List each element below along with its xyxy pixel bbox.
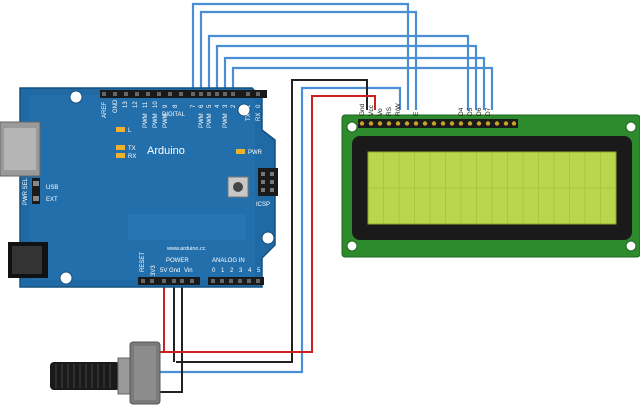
arduino-board: AREF GND 13 12 11 10 9 8 7 6 5 4 3 2 1 0… (0, 87, 278, 288)
power-wires (160, 95, 376, 353)
signal-wires (160, 2, 494, 374)
svg-text:EXT: EXT (46, 197, 58, 203)
lcd-pin-d4: D4 (458, 107, 465, 116)
svg-text:RX: RX (128, 154, 136, 160)
led-rx: RX (116, 153, 136, 160)
led-pwr: PWR (236, 149, 263, 156)
pin-label-11: 11 (143, 101, 149, 108)
pin-label-vin: Vin (184, 268, 193, 274)
pin-label-a2: 2 (230, 268, 234, 274)
wire-d5 (215, 44, 478, 110)
board-url: www.arduino.cc (166, 246, 206, 252)
wire-lcd-vcc (160, 95, 376, 353)
pwm-label-10: PWM (153, 113, 159, 128)
wire-pot-gnd (160, 280, 183, 393)
lcd-pin-d6: D6 (476, 107, 483, 116)
wire-d6 (223, 56, 486, 110)
lcd-pin-rs: RS (386, 106, 393, 116)
ground-wires (160, 79, 368, 393)
pin-label-gnd: GND (113, 99, 119, 113)
pin-label-13: 13 (123, 101, 129, 108)
pin-label-9: 9 (163, 104, 169, 108)
tx-label: TX (246, 113, 252, 121)
lcd-module: Gnd Vcc Vo RS R/W E D4 D5 D6 D7 (341, 103, 640, 258)
analog-label: ANALOG IN (212, 258, 245, 264)
lcd-pin-vcc: Vcc (368, 104, 375, 116)
led-tx: TX (116, 145, 136, 152)
pin-label-1: 1 (246, 104, 252, 108)
power-header (138, 277, 200, 285)
pin-label-10: 10 (153, 101, 159, 108)
reset-label: RESET (140, 252, 146, 272)
analog-header (208, 277, 264, 285)
pin-label-3v3: 3V3 (151, 265, 157, 276)
lcd-pin-d7: D7 (485, 107, 492, 116)
pin-label-4: 4 (215, 104, 221, 108)
pwm-label-9: PWM (163, 113, 169, 128)
digital-header-right (189, 90, 267, 98)
wire-rw-gnd (160, 86, 402, 374)
lcd-pin-rw: R/W (395, 103, 402, 117)
potentiometer (50, 341, 161, 405)
svg-text:USB: USB (46, 185, 58, 191)
pin-label-6: 6 (199, 104, 205, 108)
pwr-sel-jumper: USB EXT PWR SEL (23, 177, 58, 205)
pin-label-gnd-bottom: Gnd (169, 268, 180, 274)
pin-label-a3: 3 (239, 268, 243, 274)
svg-text:PWR: PWR (248, 150, 263, 156)
pwm-label-5: PWM (207, 113, 213, 128)
icsp-header: ICSP (256, 168, 278, 208)
pin-label-a5: 5 (257, 268, 261, 274)
rx-label: RX (256, 113, 262, 121)
pwm-label-11: PWM (143, 113, 149, 128)
pin-label-aref: AREF (102, 102, 108, 118)
pin-label-a1: 1 (221, 268, 225, 274)
pin-label-12: 12 (133, 101, 139, 108)
pin-label-3: 3 (223, 104, 229, 108)
pin-label-5: 5 (207, 104, 213, 108)
lcd-pin-e: E (413, 111, 420, 116)
wire-d7 (231, 66, 494, 110)
svg-text:TX: TX (128, 146, 136, 152)
lcd-pin-vo: Vo (377, 108, 384, 116)
pin-label-5v: 5V (160, 268, 167, 274)
chip-area (128, 214, 246, 240)
digital-label: DIGITAL (162, 112, 186, 118)
svg-text:L: L (128, 128, 132, 134)
lcd-pin-gnd: Gnd (359, 103, 366, 116)
pin-label-8: 8 (173, 104, 179, 108)
digital-header-left (100, 90, 190, 98)
pwm-label-6: PWM (199, 113, 205, 128)
pin-label-a0: 0 (212, 268, 216, 274)
lcd-pin-d5: D5 (467, 107, 474, 116)
pin-label-2: 2 (231, 104, 237, 108)
wire-d4 (207, 34, 470, 110)
lcd-header (358, 119, 518, 128)
power-label: POWER (166, 258, 189, 264)
icsp-label: ICSP (256, 202, 270, 208)
pwm-label-3: PWM (223, 113, 229, 128)
pin-label-7: 7 (191, 104, 197, 108)
led-l: L (116, 127, 132, 134)
wire-e (199, 10, 418, 110)
board-name: Arduino (147, 145, 185, 157)
wire-lcd-gnd (176, 79, 368, 363)
pin-label-0: 0 (256, 104, 262, 108)
svg-text:PWR SEL: PWR SEL (23, 177, 29, 205)
pin-label-a4: 4 (248, 268, 252, 274)
reset-button (227, 176, 249, 198)
